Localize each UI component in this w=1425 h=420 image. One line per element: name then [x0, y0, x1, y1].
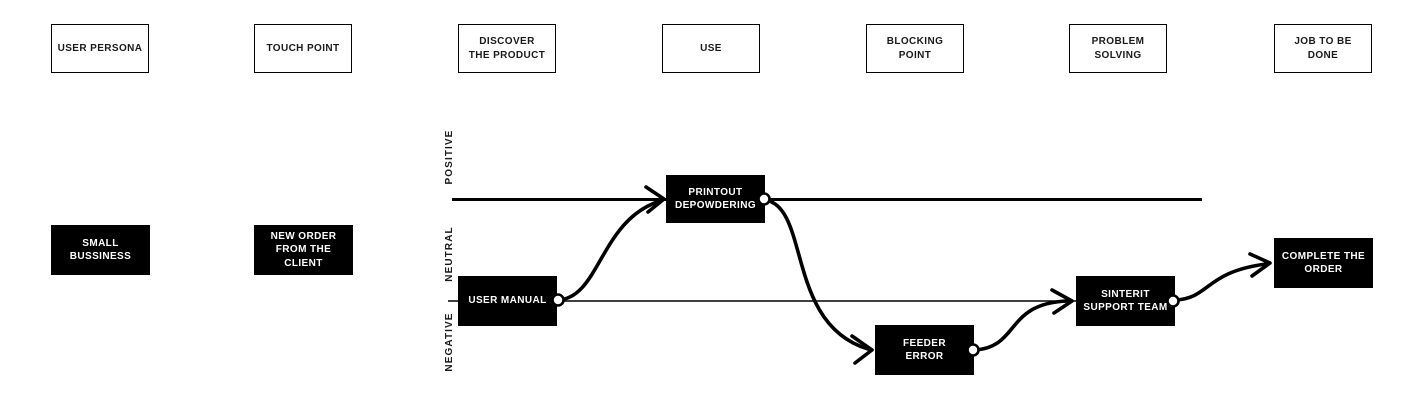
connector-dot-sinterit-support-icon [1166, 294, 1180, 308]
arrowhead-into-feeder-error-icon [850, 334, 874, 365]
stage-box-discover-the-product: DISCOVER THE PRODUCT [458, 24, 556, 73]
stage-box-touch-point: TOUCH POINT [254, 24, 352, 73]
arrowhead-into-printout-icon [644, 185, 666, 214]
curve-feeder-error-to-sinterit-support [973, 299, 1070, 352]
arrowhead-into-sinterit-support-icon [1050, 288, 1074, 315]
connector-dot-printout-icon [757, 192, 771, 206]
node-small-bussiness: SMALL BUSSINESS [51, 225, 150, 275]
node-feeder-error: FEEDER ERROR [875, 325, 974, 375]
curve-sinterit-support-to-complete-order [1174, 262, 1268, 302]
stage-box-problem-solving: PROBLEM SOLVING [1069, 24, 1167, 73]
arrowhead-into-complete-order-icon [1248, 252, 1272, 278]
stage-box-blocking-point: BLOCKING POINT [866, 24, 964, 73]
curve-printout-to-feeder-error [764, 198, 870, 351]
stage-box-user-persona: USER PERSONA [51, 24, 149, 73]
node-new-order-from-client: NEW ORDER FROM THE CLIENT [254, 225, 353, 275]
node-sinterit-support-team: SINTERIT SUPPORT TEAM [1076, 276, 1175, 326]
connector-dot-user-manual-icon [551, 293, 565, 307]
node-user-manual: USER MANUAL [458, 276, 557, 326]
stage-box-job-to-be-done: JOB TO BE DONE [1274, 24, 1372, 73]
node-complete-the-order: COMPLETE THE ORDER [1274, 238, 1373, 288]
stage-box-use: USE [662, 24, 760, 73]
curve-user-manual-to-printout [556, 199, 662, 302]
node-printout-depowdering: PRINTOUT DEPOWDERING [666, 175, 765, 223]
connector-dot-feeder-error-icon [966, 343, 980, 357]
